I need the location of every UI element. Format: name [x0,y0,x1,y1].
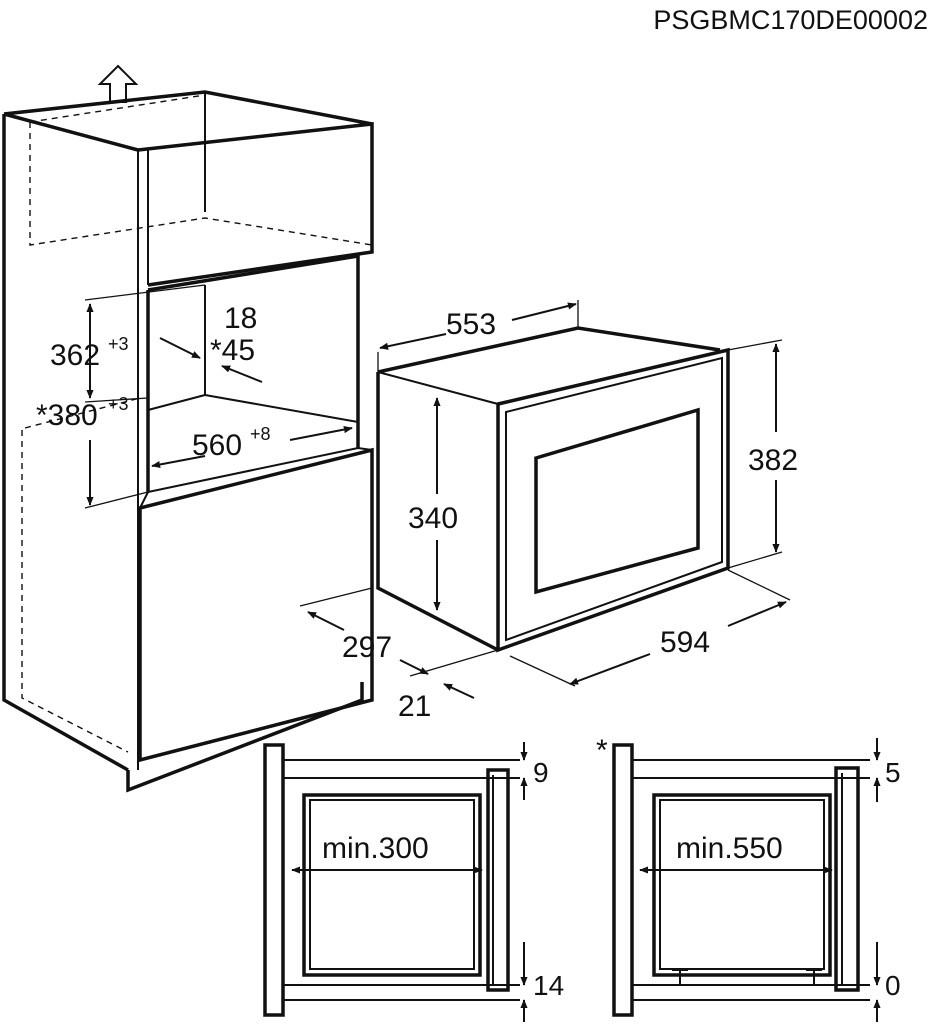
detail-right-marker: * [596,734,608,767]
detail-right [612,738,881,1022]
detail-left-min-label: min.300 [322,832,429,865]
document-code: PSGBMC170DE00002 [653,5,928,35]
dim-560-tolerance: +8 [250,424,271,444]
dim-340: 340 [408,502,458,535]
cabinet-dimensions [84,284,353,509]
appliance [376,326,730,653]
dim-380: *380 [36,399,98,432]
dim-380-tolerance: +3 [108,394,129,414]
detail-left [263,742,528,1022]
appliance-dimensions [299,300,791,699]
detail-left-top-gap: 9 [533,757,549,788]
detail-left-bottom-gap: 14 [533,970,564,1001]
detail-right-top-gap: 5 [885,757,901,788]
dim-594: 594 [660,626,710,659]
dim-362-tolerance: +3 [108,334,129,354]
detail-right-bottom-gap: 0 [885,970,901,1001]
dim-382: 382 [748,444,798,477]
dim-18: 18 [224,302,257,335]
cabinet [2,90,374,793]
up-arrow-icon [97,64,139,103]
dim-45: *45 [210,334,255,367]
dim-560: 560 [192,429,242,462]
dim-21: 21 [398,690,431,723]
dim-297: 297 [342,631,392,664]
detail-right-min-label: min.550 [676,832,783,865]
dim-553: 553 [446,308,496,341]
dim-362: 362 [50,339,100,372]
